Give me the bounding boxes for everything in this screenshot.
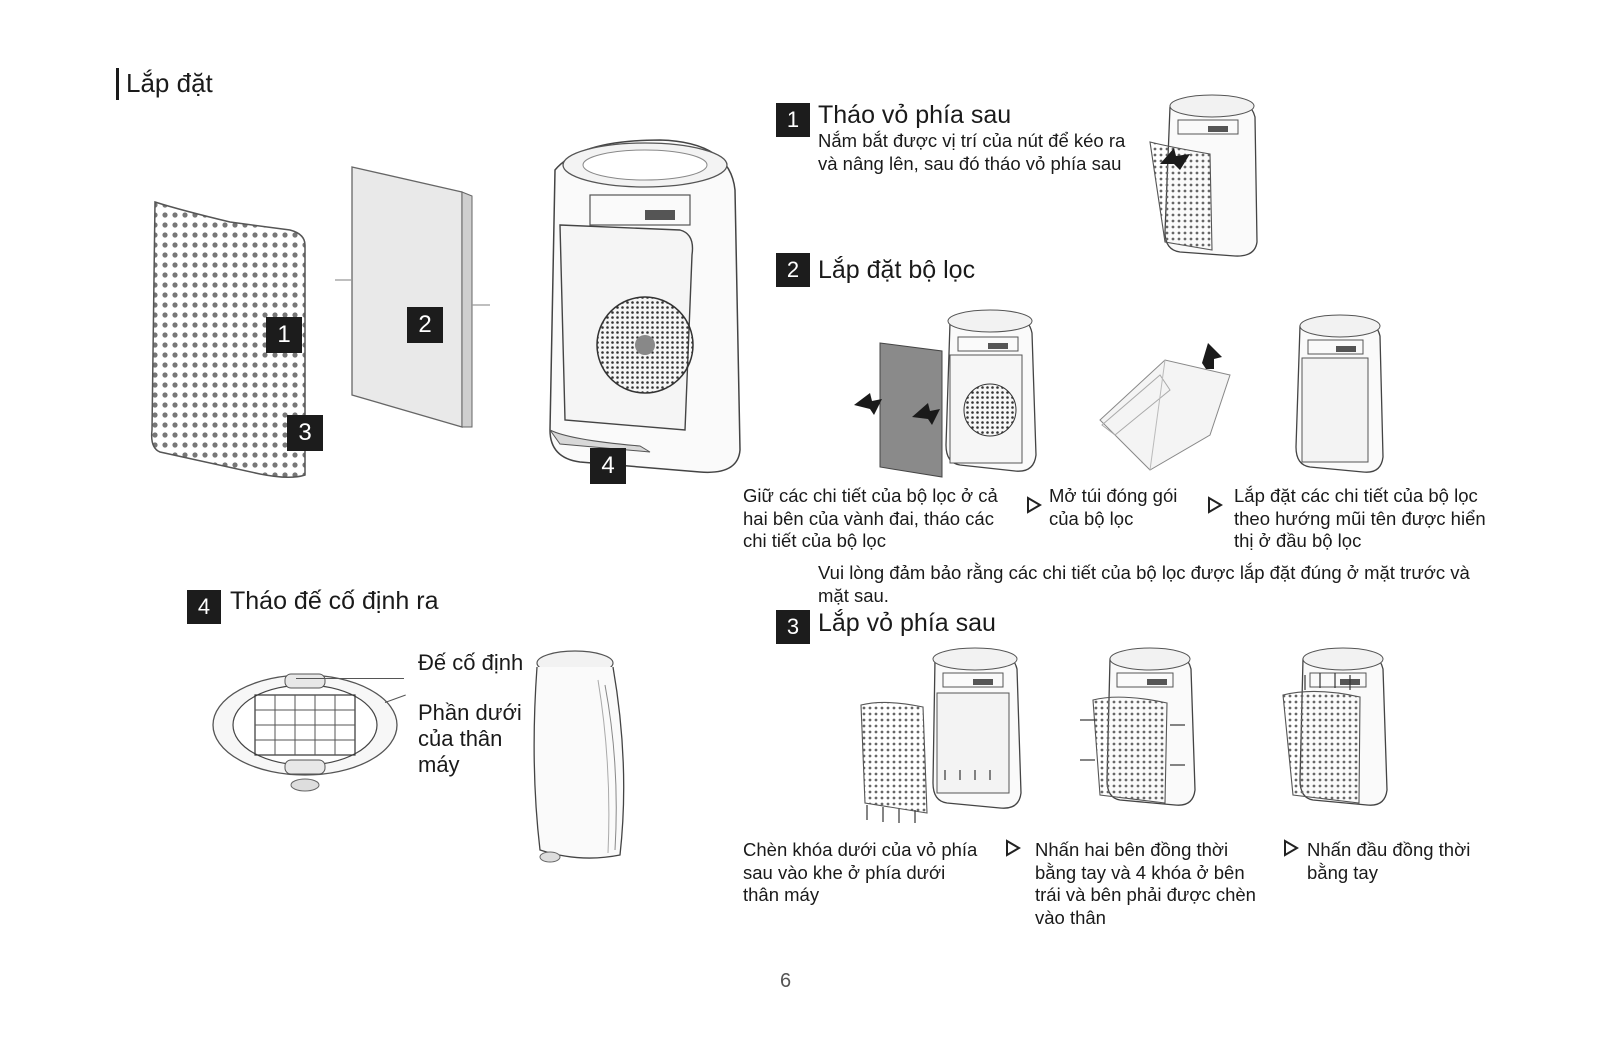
step3-caption-2-line: trái và bên phải được chèn xyxy=(1035,884,1256,905)
step2-illustration-install xyxy=(1288,312,1393,477)
page-number: 6 xyxy=(780,970,792,992)
overview-badge-4: 4 xyxy=(590,448,626,484)
overview-badge-3: 3 xyxy=(287,415,323,451)
step3-caption-1-line: Chèn khóa dưới của vỏ phía xyxy=(743,839,978,860)
step3-caption-2-line: vào thân xyxy=(1035,906,1106,928)
arrow-right-icon xyxy=(1027,496,1042,514)
step3-number: 3 xyxy=(776,610,810,644)
step3-caption-1-line: thân máy xyxy=(743,884,820,905)
step2-caption-3-line: theo hướng mũi tên được hiển xyxy=(1234,507,1486,529)
step2-caption-3-line: Lắp đặt các chi tiết của bộ lọc xyxy=(1234,485,1478,506)
step2-note-line1: Vui lòng đảm bảo rằng các chi tiết của b… xyxy=(818,562,1470,583)
label-base: Đế cố định xyxy=(418,650,524,675)
step4-number: 4 xyxy=(187,590,221,624)
step2-number: 2 xyxy=(776,253,810,287)
label-body: Phần dưới của thân máy xyxy=(418,700,522,778)
step3-caption-3-line: bằng tay xyxy=(1307,861,1378,883)
step2-caption-1: Giữ các chi tiết của bộ lọc ở cả hai bên… xyxy=(743,485,998,553)
step1-description-line1: Nắm bắt được vị trí của nút để kéo ra xyxy=(818,130,1126,151)
overview-diagram xyxy=(140,130,760,500)
step2-title: Lắp đặt bộ lọc xyxy=(818,256,976,284)
step2-illustration-bag xyxy=(1090,335,1240,480)
step3-caption-1: Chèn khóa dưới của vỏ phía sau vào khe ở… xyxy=(743,839,977,907)
section-title: Lắp đặt xyxy=(126,68,213,98)
step1-description-line2: và nâng lên, sau đó tháo vỏ phía sau xyxy=(818,152,1122,174)
step3-title: Lắp vỏ phía sau xyxy=(818,609,996,637)
arrow-right-icon xyxy=(1006,839,1021,857)
step2-note-line2: mặt sau. xyxy=(818,584,889,606)
step3-illustration-2 xyxy=(1075,645,1205,810)
overview-badge-2: 2 xyxy=(407,307,443,343)
leader-line-base xyxy=(296,678,404,679)
label-body-line2: của thân xyxy=(418,726,503,751)
step3-illustration-1 xyxy=(855,645,1030,825)
step3-caption-2-line: bằng tay và 4 khóa ở bên xyxy=(1035,861,1245,883)
step2-caption-1-line: Giữ các chi tiết của bộ lọc ở cả xyxy=(743,485,998,506)
step2-caption-2: Mở túi đóng gói của bộ lọc xyxy=(1049,485,1177,530)
step4-title: Tháo đế cố định ra xyxy=(230,587,439,615)
step1-description: Nắm bắt được vị trí của nút để kéo ra và… xyxy=(818,130,1125,175)
step3-caption-3-line: Nhấn đầu đồng thời xyxy=(1307,839,1471,860)
step1-number: 1 xyxy=(776,103,810,137)
label-body-line1: Phần dưới xyxy=(418,700,522,725)
section-title-bar xyxy=(116,68,119,100)
step2-caption-2-line: của bộ lọc xyxy=(1049,507,1134,529)
step4-base-illustration xyxy=(205,660,405,795)
arrow-right-icon xyxy=(1208,496,1223,514)
label-body-line3: máy xyxy=(418,752,460,777)
step3-caption-3: Nhấn đầu đồng thời bằng tay xyxy=(1307,839,1470,884)
step2-note: Vui lòng đảm bảo rằng các chi tiết của b… xyxy=(818,562,1470,607)
step2-caption-2-line: Mở túi đóng gói xyxy=(1049,485,1178,506)
step2-caption-3-line: thị ở đầu bộ lọc xyxy=(1234,530,1362,551)
step2-caption-3: Lắp đặt các chi tiết của bộ lọc theo hướ… xyxy=(1234,485,1486,553)
arrow-right-icon xyxy=(1284,839,1299,857)
step3-caption-1-line: sau vào khe ở phía dưới xyxy=(743,861,946,883)
step4-side-illustration xyxy=(520,645,650,870)
step3-caption-2: Nhấn hai bên đồng thời bằng tay và 4 khó… xyxy=(1035,839,1256,929)
step3-caption-2-line: Nhấn hai bên đồng thời xyxy=(1035,839,1229,860)
step2-caption-1-line: hai bên của vành đai, tháo các xyxy=(743,507,994,529)
overview-badge-1: 1 xyxy=(266,317,302,353)
step2-illustration-remove xyxy=(850,305,1045,480)
step1-illustration xyxy=(1140,92,1270,262)
step2-caption-1-line: chi tiết của bộ lọc xyxy=(743,530,886,551)
step1-title: Tháo vỏ phía sau xyxy=(818,101,1012,129)
step3-illustration-3 xyxy=(1275,645,1395,810)
